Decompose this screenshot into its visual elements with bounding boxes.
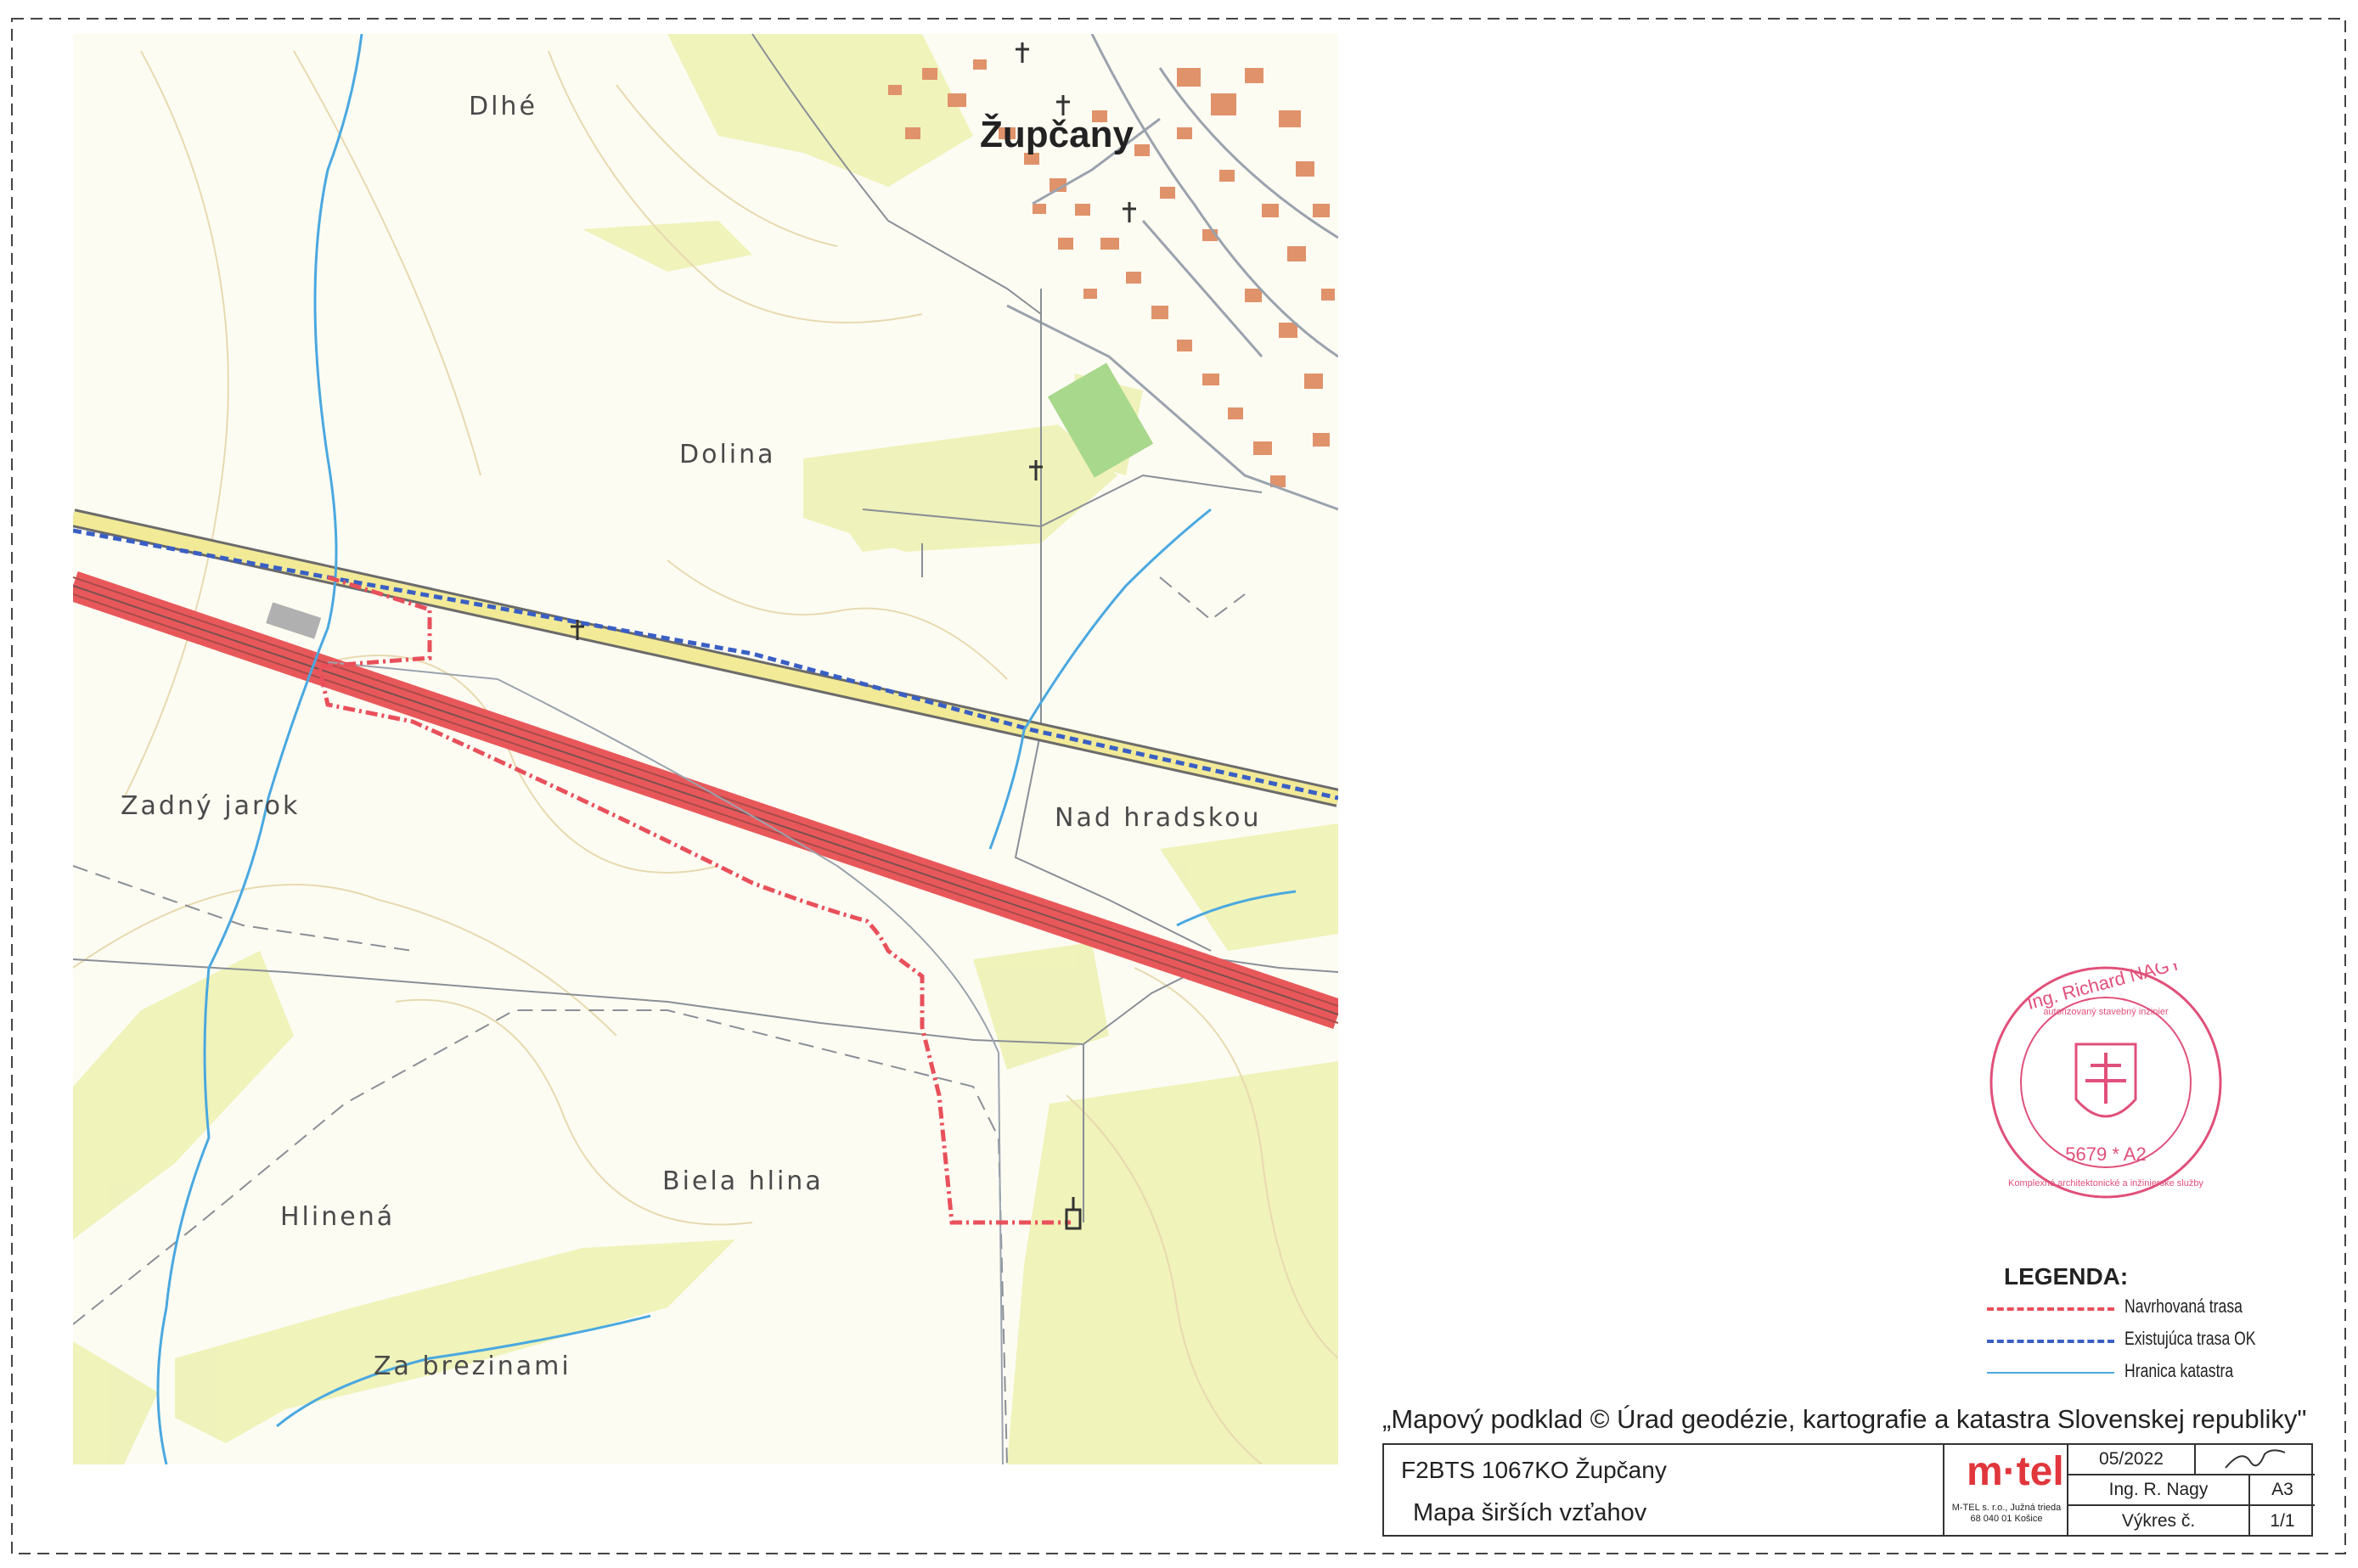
signature [2225, 1449, 2286, 1469]
legend-label: Hranica katastra [2124, 1360, 2234, 1381]
place-label-dlhe: Dlhé [469, 92, 537, 121]
legend-title: LEGENDA: [2004, 1263, 2129, 1290]
svg-text:autorizovaný stavebný inžinier: autorizovaný stavebný inžinier [2043, 1007, 2169, 1017]
contour-lines [73, 50, 1338, 1464]
svg-text:5679 * A2: 5679 * A2 [2065, 1144, 2146, 1165]
place-label-nad-hradskou: Nad hradskou [1055, 803, 1262, 833]
legend-swatch [1987, 1372, 2114, 1374]
drawing-no: 1/1 [2270, 1511, 2295, 1531]
sports-field [1047, 362, 1154, 478]
title-block: F2BTS 1067KO Župčany Mapa širších vzťaho… [1382, 1443, 2315, 1537]
logo-wordmark: m·tel [1967, 1449, 2064, 1494]
legend-item-proposed-route: Navrhovaná trasa [1970, 1295, 2344, 1321]
title-block-grid: 05/2022 Ing. R. Nagy A3 Výkres č. 1/1 [2067, 1445, 2315, 1537]
company-address: M-TEL s. r.o., Južná trieda 68 040 01 Ko… [1951, 1503, 2062, 1524]
author-cell: Ing. R. Nagy [2068, 1475, 2250, 1506]
legend: LEGENDA: Navrhovaná trasa Existujúca tra… [1970, 1263, 2344, 1391]
date-cell: 05/2022 [2068, 1445, 2196, 1475]
legend-item-cadastre-boundary: Hranica katastra [1970, 1360, 2344, 1385]
drawing-subject: Mapa širších vzťahov [1413, 1499, 1647, 1526]
place-label-zadny-jarok: Zadný jarok [121, 791, 301, 821]
bts-site-marker [1065, 1197, 1082, 1230]
map-credit: „Mapový podklad © Úrad geodézie, kartogr… [1382, 1404, 2307, 1434]
vegetation-areas [73, 34, 1338, 1464]
highway [73, 570, 1338, 1464]
map-area[interactable]: Župčany Dlhé Dolina Zadný jarok Nad hrad… [73, 34, 1338, 1464]
legend-label: Navrhovaná trasa [2124, 1295, 2243, 1317]
place-label-hlinena: Hlinená [280, 1202, 396, 1232]
village-buildings [888, 59, 1335, 487]
stamp-seal: Ing. Richard NAGY autorizovaný stavebný … [1989, 952, 2222, 1199]
signature-cell [2196, 1445, 2315, 1475]
legend-swatch [1987, 1307, 2114, 1311]
church-icon [571, 42, 1136, 640]
drawing-no-label: Výkres č. [2068, 1506, 2250, 1537]
place-label-biela-hlina: Biela hlina [662, 1166, 824, 1196]
path-lines [73, 34, 1338, 1222]
proposed-route [316, 575, 1071, 1225]
streams [156, 34, 1297, 1464]
legend-label: Existujúca trasa OK [2124, 1328, 2256, 1349]
dashed-lines [73, 576, 1246, 1464]
place-label-dolina: Dolina [679, 440, 776, 469]
town-label: Župčany [980, 114, 1134, 155]
topographic-map [73, 34, 1338, 1464]
place-label-za-brezinami: Za brezinami [374, 1352, 571, 1381]
engineer-stamp: Ing. Richard NAGY autorizovaný stavebný … [1978, 952, 2233, 1218]
svg-text:Komplexné architektonické a in: Komplexné architektonické a inžinierske … [2008, 1178, 2203, 1189]
company-logo: m·tel M-TEL s. r.o., Južná trieda 68 040… [1943, 1445, 2068, 1537]
legend-swatch [1987, 1340, 2114, 1343]
village-streets [1006, 34, 1338, 511]
project-name: F2BTS 1067KO Župčany [1401, 1457, 1667, 1483]
format-cell: A3 [2250, 1475, 2315, 1506]
legend-item-existing-route: Existujúca trasa OK [1970, 1328, 2344, 1353]
